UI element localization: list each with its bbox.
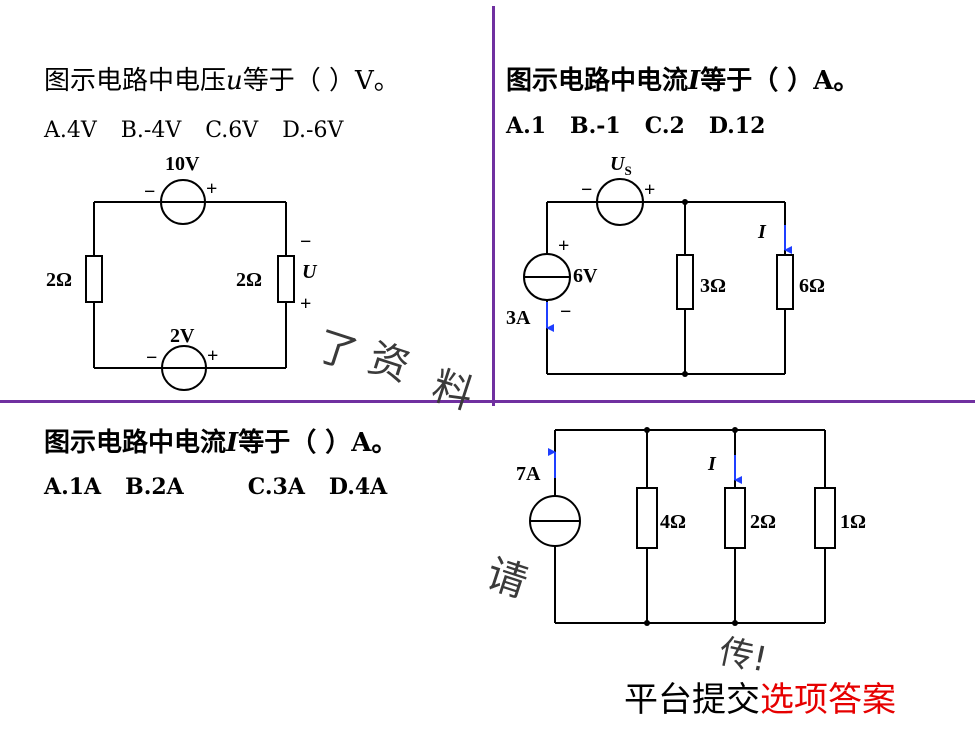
- q2-title: 图示电路中电流I等于（ ）A。: [506, 60, 859, 97]
- q3-title-var: I: [226, 428, 239, 458]
- c1-resistor-right: [277, 255, 295, 303]
- c2-label-cs-plus: +: [558, 235, 569, 257]
- q3-title-pre: 图示电路中电流: [44, 428, 227, 458]
- q3-options: A.1A B.2A C.3A D.4A: [44, 474, 411, 500]
- c2-label-us: US: [610, 153, 632, 178]
- c2-label-3ohm: 3Ω: [700, 275, 726, 297]
- c2-label-us-plus: +: [644, 179, 655, 201]
- q1-option-b[interactable]: B.-4V: [120, 118, 182, 143]
- footer-text-red: 选项答案: [760, 680, 896, 720]
- c1-labels: 10V − + 2V − + 2Ω 2Ω U − +: [46, 153, 318, 369]
- q2-option-c[interactable]: C.2: [644, 113, 685, 139]
- c1-label-bottom-minus: −: [146, 347, 157, 369]
- q1-title: 图示电路中电压u等于（ ）V。: [44, 60, 400, 97]
- q3-title-post: 等于（ ）A。: [238, 428, 398, 458]
- q3-option-a[interactable]: A.1A: [44, 474, 102, 500]
- circuit-3: [529, 429, 836, 624]
- c3-resistor-4ohm: [636, 487, 658, 549]
- c2-label-3a: 3A: [506, 307, 531, 329]
- c3-label-1ohm: 1Ω: [840, 511, 866, 533]
- c2-nodes: [682, 199, 688, 377]
- q1-title-var: u: [226, 66, 243, 96]
- footer-text: 平台提交选项答案: [624, 672, 896, 721]
- c3-label-i: I: [707, 453, 717, 475]
- c2-node-bottom: [682, 371, 688, 377]
- c3-label-7a: 7A: [516, 463, 541, 485]
- circuit-1: [85, 179, 295, 391]
- q1-title-post: 等于（ ）V。: [242, 66, 400, 96]
- c3-node-top-2: [732, 427, 738, 433]
- vertical-divider: [492, 6, 495, 406]
- c2-label-cs-minus: −: [560, 301, 571, 323]
- c1-label-2v: 2V: [170, 325, 195, 347]
- c3-resistor-2ohm: [724, 487, 746, 549]
- c3-label-4ohm: 4Ω: [660, 511, 686, 533]
- c1-label-bottom-plus: +: [207, 345, 218, 367]
- c2-resistor-6ohm: [776, 254, 794, 310]
- q2-option-a[interactable]: A.1: [506, 113, 547, 139]
- c2-label-6v: 6V: [573, 265, 598, 287]
- c3-labels: 7A 4Ω 2Ω 1Ω I: [516, 453, 866, 533]
- c2-label-i: I: [757, 221, 767, 243]
- circuit-2: [523, 178, 794, 375]
- c3-label-2ohm: 2Ω: [750, 511, 776, 533]
- c1-label-top-minus: −: [144, 181, 155, 203]
- c2-node-top: [682, 199, 688, 205]
- c3-node-top-1: [644, 427, 650, 433]
- q2-option-b[interactable]: B.-1: [570, 113, 621, 139]
- q2-title-pre: 图示电路中电流: [506, 66, 689, 96]
- c1-label-u-plus: +: [300, 293, 311, 315]
- c1-label-r-left: 2Ω: [46, 269, 72, 291]
- q3-option-c[interactable]: C.3A: [247, 474, 305, 500]
- c3-nodes: [644, 427, 738, 626]
- c1-label-u-minus: −: [300, 231, 311, 253]
- q1-option-c[interactable]: C.6V: [205, 118, 259, 143]
- q1-option-a[interactable]: A.4V: [44, 118, 97, 143]
- c1-resistor-left: [85, 255, 103, 303]
- q3-option-b[interactable]: B.2A: [125, 474, 184, 500]
- c1-label-10v: 10V: [165, 153, 200, 175]
- q3-option-d[interactable]: D.4A: [328, 474, 388, 500]
- c3-resistor-1ohm: [814, 487, 836, 549]
- c3-node-bottom-1: [644, 620, 650, 626]
- q3-title: 图示电路中电流I等于（ ）A。: [44, 422, 397, 459]
- c1-label-u: U: [302, 261, 318, 283]
- c1-label-top-plus: +: [206, 178, 217, 200]
- c1-label-r-right: 2Ω: [236, 269, 262, 291]
- c2-resistor-3ohm: [676, 254, 694, 310]
- c3-node-bottom-2: [732, 620, 738, 626]
- c2-label-6ohm: 6Ω: [799, 275, 825, 297]
- q2-title-var: I: [688, 66, 701, 96]
- q2-options: A.1 B.-1 C.2 D.12: [506, 113, 789, 139]
- q1-option-d[interactable]: D.-6V: [282, 118, 344, 143]
- q2-title-post: 等于（ ）A。: [700, 66, 860, 96]
- c2-labels: US − + 6V + − 3A 3Ω 6Ω I: [506, 153, 825, 329]
- q1-title-pre: 图示电路中电压: [44, 66, 227, 96]
- q2-option-d[interactable]: D.12: [708, 113, 766, 139]
- c2-label-us-minus: −: [581, 179, 592, 201]
- footer-text-black: 平台提交: [624, 680, 760, 720]
- q1-options: A.4V B.-4V C.6V D.-6V: [44, 118, 367, 143]
- horizontal-divider: [0, 400, 975, 403]
